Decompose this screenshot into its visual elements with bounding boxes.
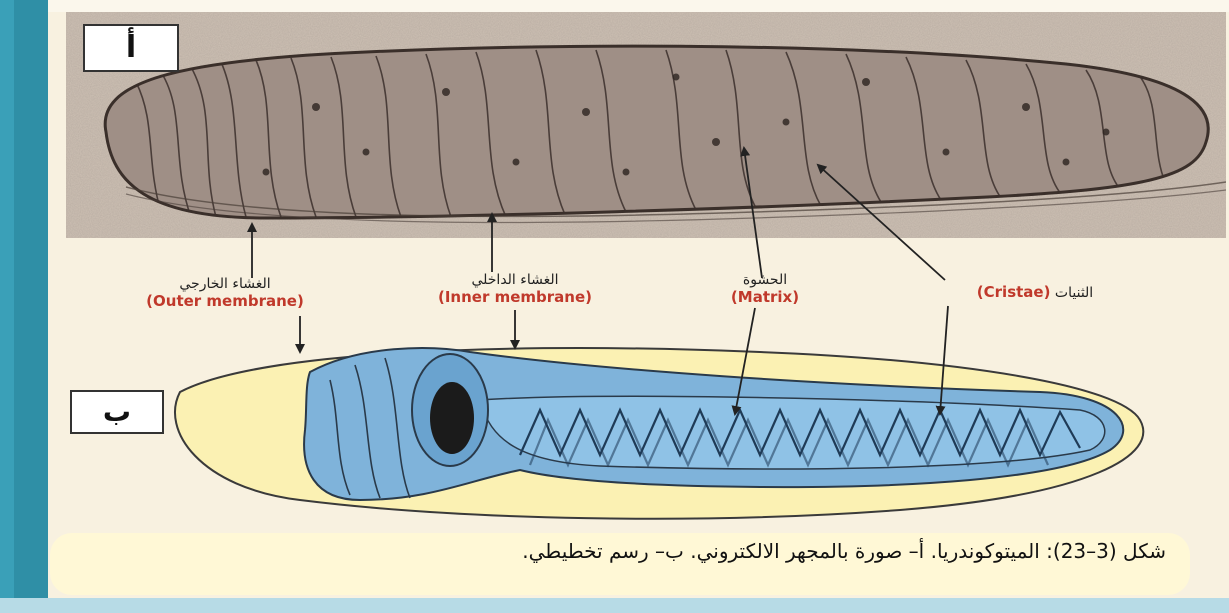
outer-membrane-english: (Outer membrane) bbox=[60, 293, 390, 310]
inner-membrane-arabic: الغشاء الداخلي bbox=[400, 272, 630, 289]
inner-membrane-english: (Inner membrane) bbox=[400, 289, 630, 306]
cross-section-opening bbox=[430, 382, 474, 454]
arrow-matrix-a bbox=[744, 148, 762, 278]
matrix-label: الحشوة (Matrix) bbox=[710, 272, 820, 306]
figure-caption: شكل (3–23): الميتوكوندريا. أ– صورة بالمج… bbox=[106, 539, 1166, 564]
panel-label-b: ب bbox=[70, 390, 164, 434]
cristae-arabic: الثنيات bbox=[1055, 285, 1093, 301]
figure-caption-box: شكل (3–23): الميتوكوندريا. أ– صورة بالمج… bbox=[50, 533, 1190, 595]
matrix-arabic: الحشوة bbox=[710, 272, 820, 289]
arrow-cristae-a bbox=[818, 165, 945, 280]
cristae-label: الثنيات (Cristae) bbox=[900, 284, 1170, 302]
cristae-english: (Cristae) bbox=[977, 283, 1051, 301]
outer-membrane-arabic: الغشاء الخارجي bbox=[60, 276, 390, 293]
outer-membrane-label: الغشاء الخارجي (Outer membrane) bbox=[60, 276, 390, 310]
inner-membrane-label: الغشاء الداخلي (Inner membrane) bbox=[400, 272, 630, 306]
matrix-english: (Matrix) bbox=[710, 289, 820, 306]
